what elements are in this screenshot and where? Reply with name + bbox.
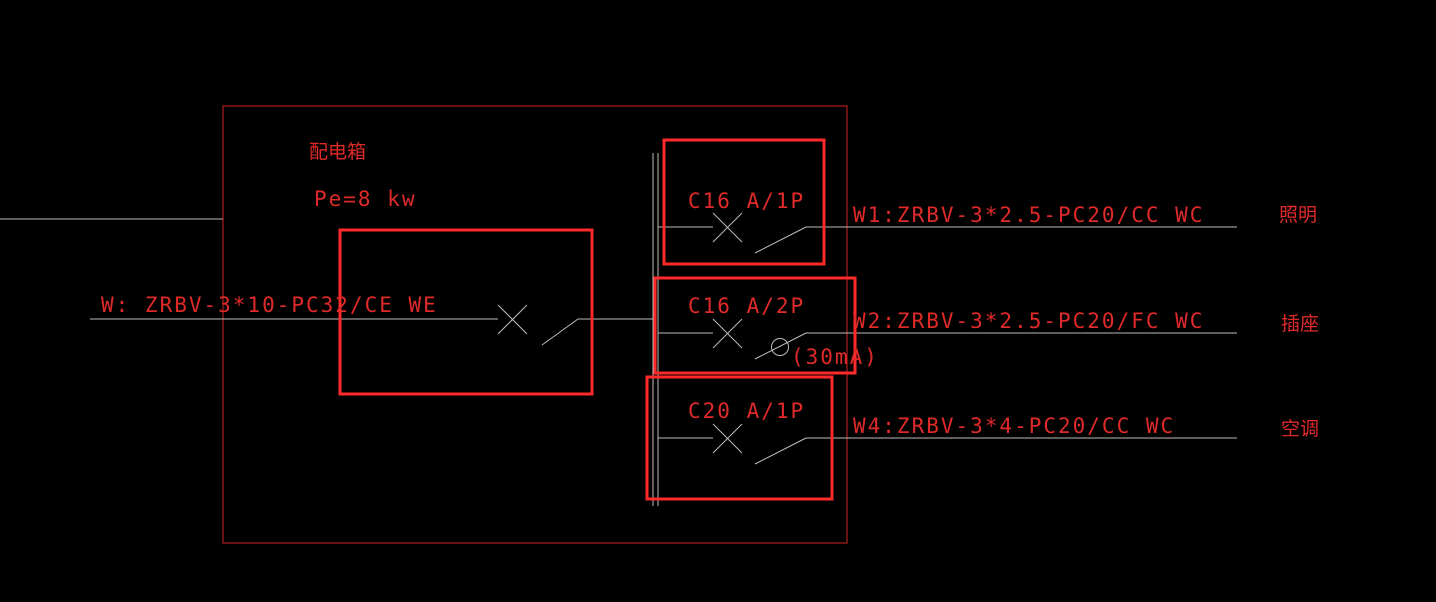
circuit-3-load-label: 空调 <box>1281 418 1319 440</box>
panel-title: 配电箱 <box>309 141 366 163</box>
incoming-cable-label: W: ZRBV-3*10-PC32/CE WE <box>101 293 438 317</box>
circuit-1-breaker-highlight[interactable] <box>662 138 826 266</box>
circuit-2-rcd-label: (30mA) <box>791 345 879 369</box>
circuit-2-load-label: 插座 <box>1281 313 1319 335</box>
circuit-2-breaker-rating: C16 A/2P <box>688 294 805 318</box>
circuit-3-breaker-rating: C20 A/1P <box>688 399 805 423</box>
circuit-1-load-label: 照明 <box>1279 204 1317 226</box>
circuit-1-cable-label: W1:ZRBV-3*2.5-PC20/CC WC <box>853 203 1204 227</box>
circuit-3 <box>658 423 1237 465</box>
main-breaker-symbol <box>497 304 579 346</box>
circuit-2-breaker-highlight[interactable] <box>653 276 857 375</box>
circuit-1 <box>658 212 1237 254</box>
main-breaker-highlight[interactable] <box>338 228 594 396</box>
circuit-2 <box>658 318 1237 360</box>
circuit-3-breaker-highlight[interactable] <box>645 375 834 501</box>
circuit-1-breaker-rating: C16 A/1P <box>688 189 805 213</box>
panel-power-rating: Pe=8 kw <box>314 187 417 211</box>
circuit-3-cable-label: W4:ZRBV-3*4-PC20/CC WC <box>853 414 1175 438</box>
circuit-2-cable-label: W2:ZRBV-3*2.5-PC20/FC WC <box>853 309 1204 333</box>
panel-enclosure <box>222 105 848 544</box>
